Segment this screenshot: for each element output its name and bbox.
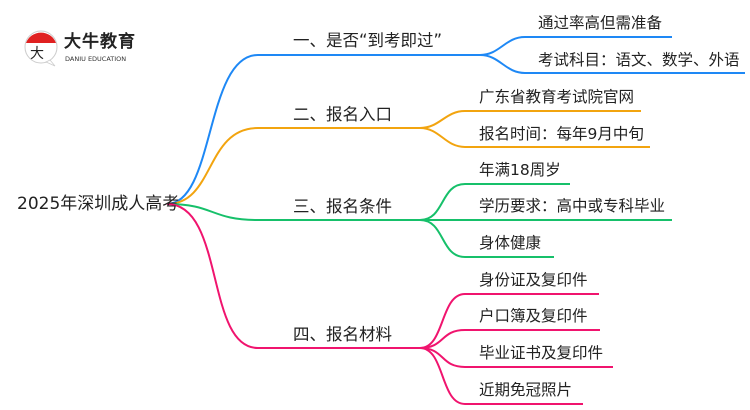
leaf-node: 广东省教育考试院官网 <box>479 88 635 106</box>
connector <box>419 347 613 368</box>
branch-3-lines <box>166 183 672 258</box>
connector <box>166 54 480 205</box>
branch-2-lines <box>166 110 650 205</box>
connector <box>419 347 583 405</box>
branch-3-label: 三、报名条件 <box>293 197 392 216</box>
leaf-node: 毕业证书及复印件 <box>479 344 604 362</box>
branch-4-lines <box>166 203 613 405</box>
connector <box>419 329 600 349</box>
connector <box>419 183 570 221</box>
connector <box>479 54 745 74</box>
leaf-node: 考试科目：语文、数学、外语 <box>538 51 740 69</box>
logo-mark-icon: 大 <box>24 30 58 67</box>
branch-1-label: 一、是否“到考即过” <box>293 31 443 50</box>
connector <box>419 219 554 258</box>
root-node: 2025年深圳成人高考 <box>17 194 180 214</box>
connector <box>419 127 650 148</box>
connector <box>479 36 672 56</box>
logo: 大 大牛教育 DANIU EDUCATION <box>22 28 152 72</box>
leaf-node: 近期免冠照片 <box>479 381 573 399</box>
leaf-node: 户口簿及复印件 <box>479 307 588 325</box>
logo-name: 大牛教育 <box>64 32 136 52</box>
leaf-node: 身份证及复印件 <box>479 271 588 289</box>
leaf-node: 学历要求：高中或专科毕业 <box>479 197 666 215</box>
leaf-node: 通过率高但需准备 <box>538 14 663 32</box>
connector <box>419 293 599 349</box>
connector <box>166 203 420 221</box>
leaf-node: 年满18周岁 <box>479 161 561 179</box>
svg-text:大: 大 <box>30 46 44 62</box>
branch-2-label: 二、报名入口 <box>293 105 392 124</box>
leaf-node: 身体健康 <box>479 234 542 252</box>
connector <box>166 203 420 349</box>
branch-1-lines <box>166 36 745 205</box>
logo-subtitle: DANIU EDUCATION <box>65 55 127 63</box>
connector <box>419 110 641 129</box>
branch-4-label: 四、报名材料 <box>293 325 392 344</box>
leaf-node: 报名时间：每年9月中旬 <box>479 125 644 143</box>
connector <box>166 127 420 205</box>
